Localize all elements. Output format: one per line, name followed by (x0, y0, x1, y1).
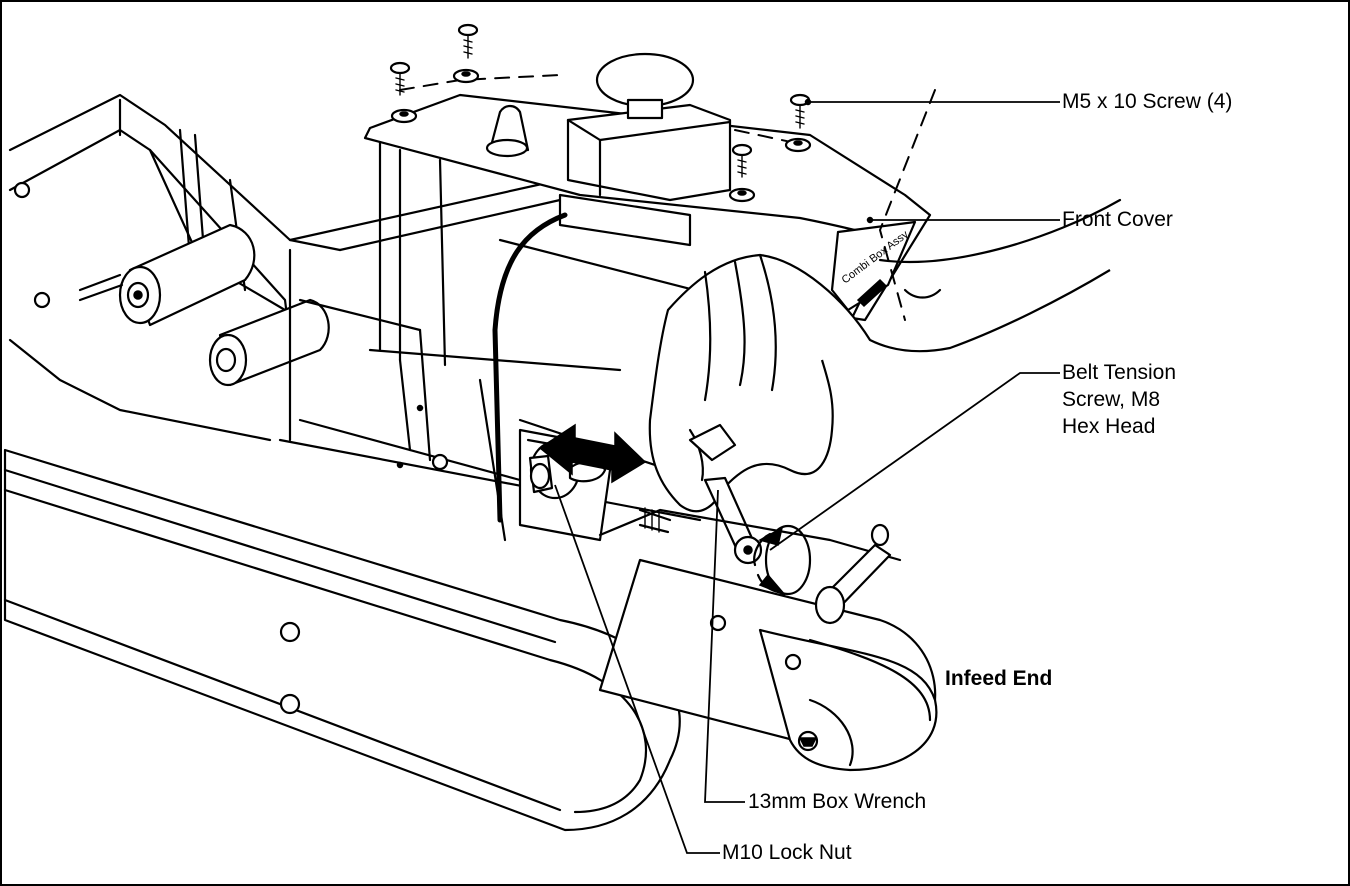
label-13mm-box-wrench: 13mm Box Wrench (748, 790, 927, 813)
rotation-indicator (753, 524, 812, 596)
label-belt-tension-line2: Screw, M8 (1062, 388, 1161, 411)
leader-box-wrench (704, 489, 745, 803)
cable (492, 212, 568, 523)
idler-rollers (78, 223, 330, 387)
screws (389, 23, 812, 203)
label-belt-tension-line3: Hex Head (1062, 415, 1156, 438)
leader-lock-nut (554, 484, 720, 854)
leader-lines (554, 98, 1060, 854)
screw-4 (728, 143, 756, 203)
label-belt-tension-line1: Belt Tension (1062, 361, 1177, 384)
top-cover-plate: Combi Box Assy (363, 52, 936, 322)
label-m10-lock-nut: M10 Lock Nut (722, 841, 852, 864)
label-infeed-end: Infeed End (945, 667, 1053, 690)
adjust-direction-arrow (538, 423, 647, 484)
label-m5-screw: M5 x 10 Screw (4) (1062, 90, 1233, 113)
label-front-cover: Front Cover (1062, 208, 1173, 231)
hand (648, 198, 1122, 513)
leader-belt-tension (769, 372, 1060, 551)
screw-1 (389, 61, 418, 124)
conveyor-module (3, 448, 681, 832)
screw-2 (452, 23, 480, 84)
infeed-end-module (598, 508, 938, 772)
